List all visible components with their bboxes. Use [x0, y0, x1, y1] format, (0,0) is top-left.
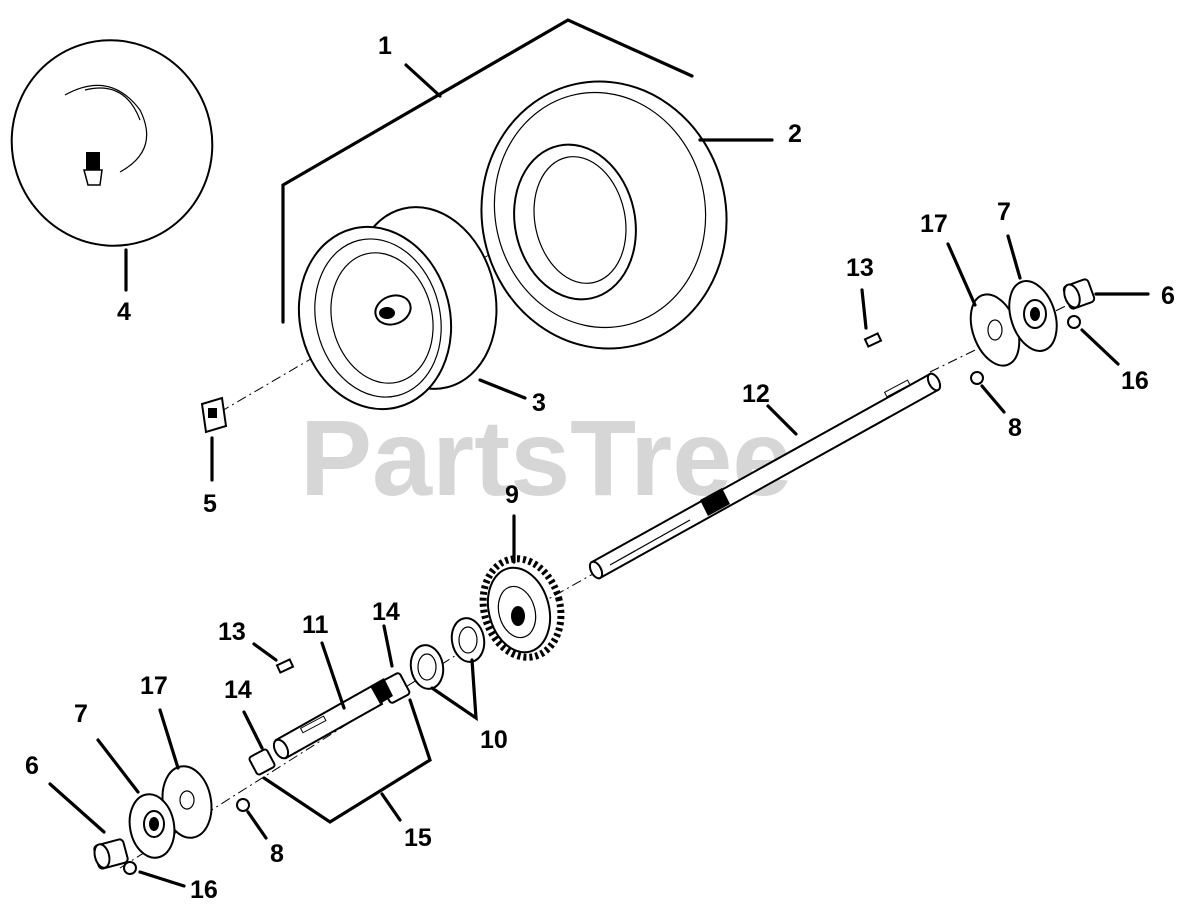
inner-tube[interactable]	[0, 14, 239, 272]
label-6-lower: 6	[25, 752, 39, 780]
shaft[interactable]	[271, 678, 393, 761]
wheel-rim[interactable]	[280, 192, 515, 426]
label-14-upper: 14	[372, 598, 400, 626]
bolt-upper[interactable]	[970, 371, 984, 385]
label-2: 2	[788, 120, 802, 148]
nut-lower[interactable]	[123, 861, 137, 875]
bushing-lower[interactable]	[92, 838, 129, 870]
washers[interactable]	[407, 616, 487, 692]
label-4: 4	[117, 298, 131, 326]
label-16-lower: 16	[190, 876, 218, 904]
label-6-upper: 6	[1161, 282, 1175, 310]
clip-part[interactable]	[200, 396, 228, 434]
label-12: 12	[742, 380, 770, 408]
label-13-lower: 13	[218, 618, 246, 646]
bearing-flange-lower[interactable]	[125, 791, 179, 862]
callout-labels: 1 2 3 4 5 6 6 7 7 8 8 9 10 11 12 13 13 1…	[25, 32, 1175, 904]
label-3: 3	[532, 389, 546, 417]
valve-stem-icon	[83, 152, 103, 186]
nut-upper[interactable]	[1067, 315, 1081, 329]
gear[interactable]	[472, 550, 571, 666]
tire[interactable]	[457, 59, 751, 372]
axle[interactable]	[587, 372, 942, 581]
bushing-upper[interactable]	[1061, 278, 1096, 310]
label-16-upper: 16	[1121, 367, 1149, 395]
leader-lines	[48, 18, 1150, 888]
label-10: 10	[480, 726, 508, 754]
label-9: 9	[505, 481, 519, 509]
bolt-lower[interactable]	[236, 798, 250, 812]
label-14-lower: 14	[224, 676, 252, 704]
label-5: 5	[203, 490, 217, 518]
spacer-lower[interactable]	[248, 748, 276, 776]
label-11: 11	[302, 611, 329, 639]
label-8-lower: 8	[270, 840, 284, 868]
label-7-upper: 7	[997, 198, 1011, 226]
label-17-lower: 17	[140, 672, 168, 700]
label-15: 15	[404, 824, 432, 852]
key-lower[interactable]	[275, 658, 295, 674]
label-8-upper: 8	[1008, 414, 1022, 442]
label-1: 1	[378, 32, 392, 60]
bearing-flange-upper[interactable]	[1001, 275, 1065, 357]
label-13-upper: 13	[846, 254, 874, 282]
label-17-upper: 17	[920, 210, 948, 238]
key-upper[interactable]	[863, 332, 883, 348]
label-7-lower: 7	[74, 700, 88, 728]
